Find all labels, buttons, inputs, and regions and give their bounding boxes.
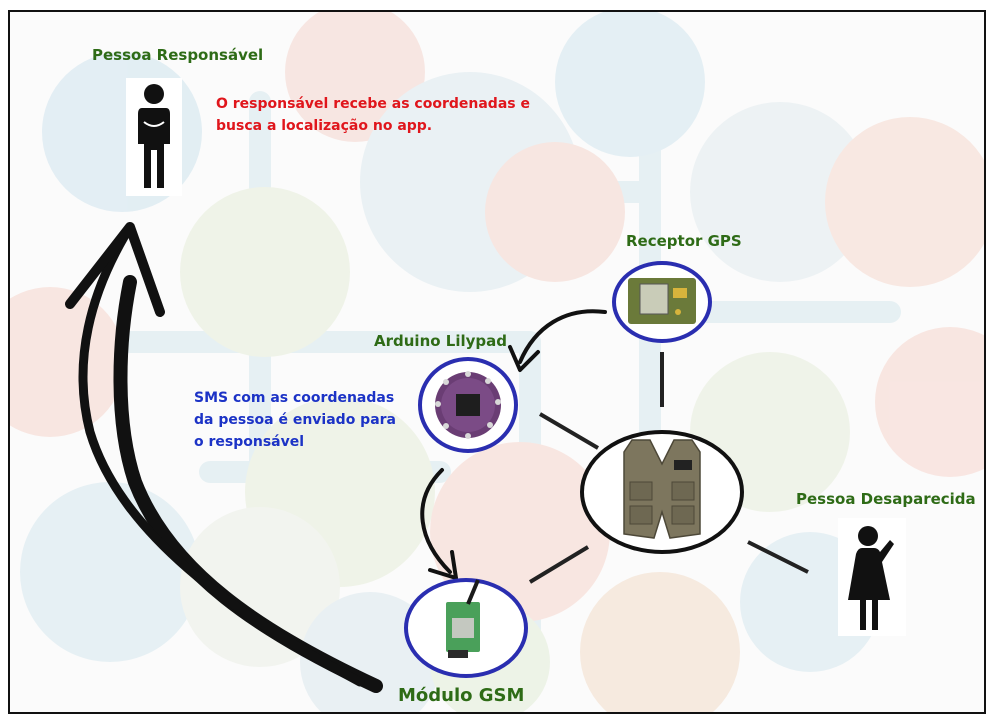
sms-note-line3: o responsável — [194, 434, 305, 450]
lilypad-board-icon — [435, 371, 501, 439]
responsible-note-line2: busca a localização no app. — [216, 118, 433, 134]
arrow-arduino-to-gsm — [420, 468, 458, 580]
gps-module-icon — [628, 278, 696, 324]
responsible-person-figure — [126, 78, 182, 196]
arrow-gps-to-arduino — [508, 309, 607, 372]
connection-lines — [528, 352, 809, 584]
missing-person-figure — [838, 518, 906, 636]
arduino-node — [418, 357, 518, 453]
diagram-canvas — [10, 12, 984, 712]
arduino-label: Arduino Lilypad — [374, 332, 507, 350]
vest-icon — [623, 439, 701, 539]
big-return-arrow — [65, 222, 383, 693]
gps-label: Receptor GPS — [626, 232, 742, 250]
woman-figure-icon — [848, 526, 894, 630]
responsible-label: Pessoa Responsável — [92, 46, 264, 64]
sms-note-line1: SMS com as coordenadas — [194, 390, 395, 406]
gps-node — [612, 261, 712, 343]
vest-node — [580, 430, 744, 554]
background-pattern — [10, 12, 984, 712]
gsm-label: Módulo GSM — [398, 685, 525, 706]
sms-note-line2: da pessoa é enviado para — [194, 412, 397, 428]
gsm-module-icon — [446, 579, 480, 658]
responsible-note-line1: O responsável recebe as coordenadas e — [216, 96, 530, 112]
diagram-frame: Pessoa Responsável O responsável recebe … — [8, 10, 986, 714]
gsm-node — [404, 578, 528, 678]
man-figure-icon — [138, 84, 170, 188]
missing-label: Pessoa Desaparecida — [796, 490, 976, 508]
